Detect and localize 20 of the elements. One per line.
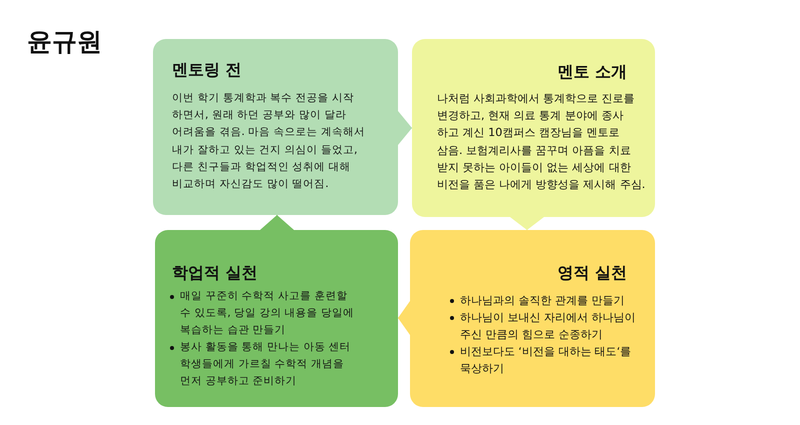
pointer-arrow <box>260 214 294 230</box>
card-panel <box>153 39 398 215</box>
card-panel <box>410 230 655 407</box>
card-heading: 멘토 소개 <box>558 61 627 83</box>
card-panel <box>155 230 398 407</box>
card-panel <box>412 39 655 217</box>
list-item-text: 하나님과의 솔직한 관계를 만들기 <box>460 293 624 309</box>
pointer-arrow <box>510 216 544 230</box>
card-heading: 영적 실천 <box>558 262 627 284</box>
list-item-text: 비전보다도 ‘비전을 대하는 태도‘를 묵상하기 <box>460 344 632 377</box>
page-title: 윤규원 <box>27 26 102 58</box>
card-paragraph: 나처럼 사회과학에서 통계학으로 진로를 변경하고, 현재 의료 통계 분야에 종사 하고 계신 10캠퍼스 캠장님을 멘토로 삼음. 보험계리사를 꿈꾸며 아픔을 치료 받지 못하는 아이들이 없는 세상에 대한 비전을 품은 나에게 방향성을 제시해 주심. <box>437 91 646 194</box>
list-item-text: 봉사 활동을 통해 만나는 아동 센터 학생들에게 가르칠 수학적 개념을 먼저 공부하고 준비하기 <box>180 340 352 389</box>
pointer-arrow <box>398 301 410 335</box>
card-heading: 멘토링 전 <box>172 59 242 81</box>
pointer-arrow <box>398 111 412 145</box>
list-item-text: 하나님이 보내신 자리에서 하나님이 주신 만큼의 힘으로 순종하기 <box>460 310 636 343</box>
card-heading: 학업적 실천 <box>172 262 258 284</box>
card-paragraph: 이번 학기 통계학과 복수 전공을 시작 하면서, 원래 하던 공부와 많이 달라 어려움을 겪음. 마음 속으로는 계속해서 내가 잘하고 있는 건지 의심이 들었고, 다른 친구들과 학업적인 성취에 대해 비교하며 자신감도 많이 떨어짐. <box>172 90 366 192</box>
list-item-text: 매일 꾸준히 수학적 사고를 훈련할 수 있도록, 당일 강의 내용을 당일에 복습하는 습관 만들기 <box>180 289 356 338</box>
